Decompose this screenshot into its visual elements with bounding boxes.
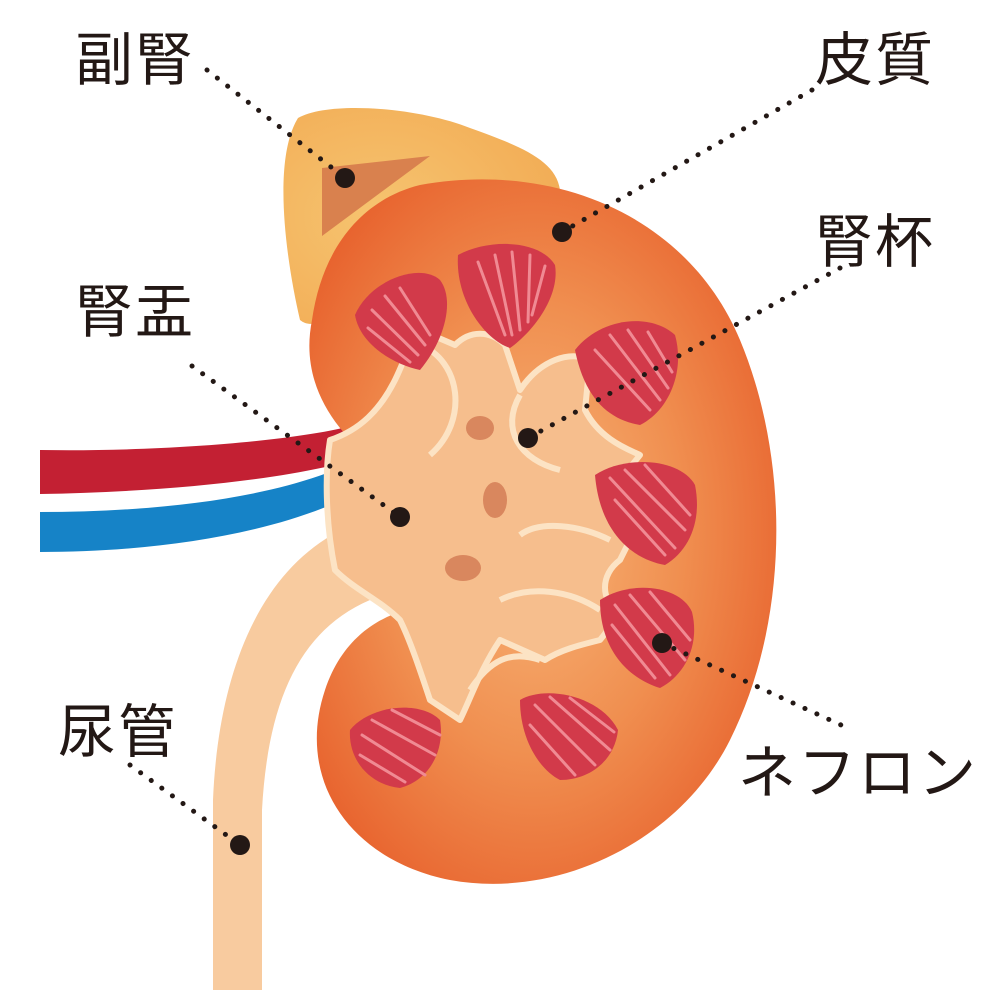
pointer-dot-cortex [552, 222, 572, 242]
pointer-dot-ureter [230, 835, 250, 855]
pointer-dot-adrenal [335, 168, 355, 188]
leader-line-nephron [659, 640, 855, 733]
pyramid [600, 587, 695, 688]
label-adrenal: 副腎 [75, 26, 195, 94]
renal-vessels [40, 425, 392, 552]
label-calyx: 腎杯 [815, 208, 935, 276]
label-ureter: 尿管 [58, 698, 178, 766]
label-cortex: 皮質 [815, 26, 935, 94]
pointer-dots [230, 168, 672, 855]
labels: 副腎 皮質 腎杯 腎盂 尿管 ネフロン [58, 26, 978, 807]
pointer-dot-calyx [518, 428, 538, 448]
pyramid-striations [358, 250, 692, 784]
leader-line-cortex [559, 87, 815, 235]
pyramid [349, 707, 441, 788]
pointer-dot-nephron [652, 633, 672, 653]
leader-line-ureter [127, 762, 243, 848]
label-pelvis: 腎盂 [75, 278, 195, 346]
kidney-cross-section-icon [309, 179, 777, 884]
renal-vein-icon [40, 452, 392, 552]
renal-pelvis-calyces [323, 327, 643, 723]
leader-line-adrenal [204, 67, 348, 181]
leader-line-pelvis [189, 363, 403, 520]
leader-lines [127, 67, 855, 848]
label-nephron: ネフロン [738, 739, 978, 807]
pointer-dot-pelvis [390, 507, 410, 527]
renal-artery-icon [40, 425, 378, 494]
ureter-icon [213, 535, 370, 990]
